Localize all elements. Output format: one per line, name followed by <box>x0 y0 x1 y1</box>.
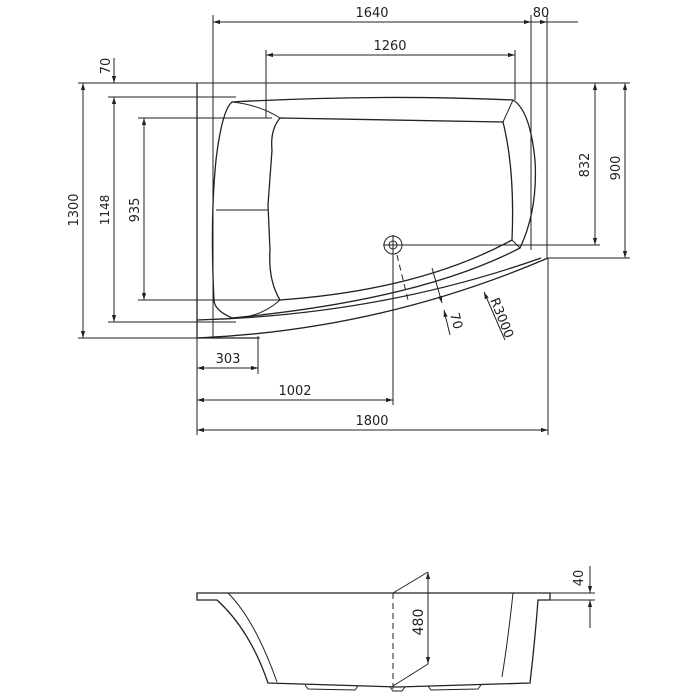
dim-935: 935 <box>128 198 143 223</box>
dim-480: 480 <box>411 609 427 636</box>
dim-70-curved: 70 <box>446 311 465 331</box>
dim-900: 900 <box>609 156 624 181</box>
dim-80: 80 <box>533 6 550 21</box>
dim-1640: 1640 <box>355 6 388 21</box>
tub-outline <box>196 83 549 339</box>
side-view: 480 40 <box>196 566 595 692</box>
dim-832: 832 <box>578 153 593 178</box>
extension-lines <box>78 15 630 435</box>
drain-icon <box>383 235 409 301</box>
dim-1260: 1260 <box>373 39 406 54</box>
dimension-lines <box>80 19 628 433</box>
dim-303: 303 <box>216 352 241 367</box>
dim-r3000: R3000 <box>486 296 516 341</box>
plan-view: 1640 80 1260 70 1300 1148 935 832 900 30… <box>67 6 630 435</box>
dim-1002: 1002 <box>278 384 311 399</box>
dim-1148: 1148 <box>98 195 112 226</box>
dim-40: 40 <box>572 570 587 587</box>
dim-1800: 1800 <box>355 414 388 429</box>
dim-70-top: 70 <box>99 58 114 75</box>
dim-1300: 1300 <box>67 193 82 226</box>
